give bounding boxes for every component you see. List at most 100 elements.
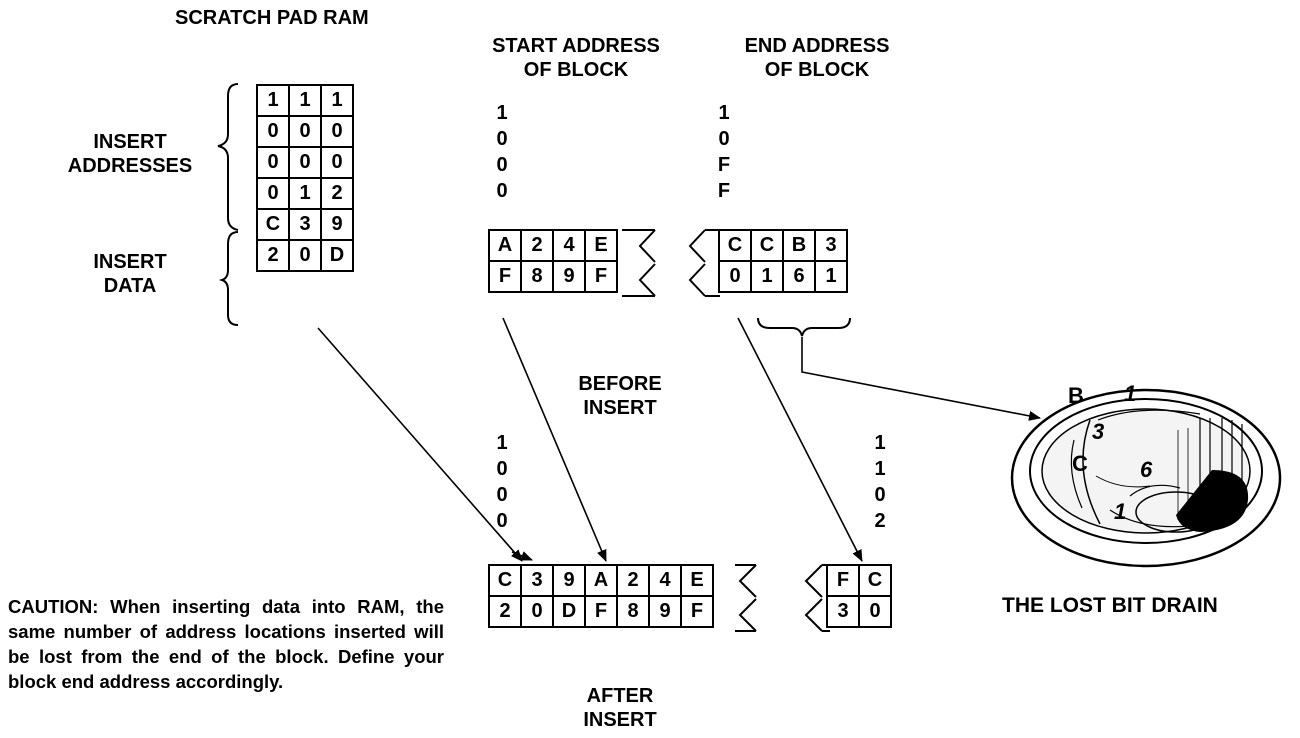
end-address-title: END ADDRESS OF BLOCK	[712, 34, 922, 82]
ram-cell: E	[584, 229, 618, 262]
address-digit: 1	[874, 458, 886, 480]
insert-addresses-label: INSERT ADDRESSES	[60, 130, 200, 178]
block-row: F 8 9 F	[488, 260, 618, 293]
ram-cell: 0	[520, 595, 554, 628]
address-digit: F	[717, 180, 731, 202]
ram-cell: F	[584, 595, 618, 628]
ram-cell: 8	[616, 595, 650, 628]
drain-digit: B	[1068, 383, 1084, 408]
after-insert-label-line1: AFTER	[586, 685, 654, 707]
address-digit: 0	[496, 510, 508, 532]
ram-cell: 9	[320, 208, 354, 241]
ram-cell: 0	[256, 146, 290, 179]
before-start-address: 1 0 0 0	[490, 100, 514, 204]
block-row: F C	[826, 564, 892, 597]
scratch-pad-row: 2 0 D	[256, 239, 354, 272]
ram-cell: D	[552, 595, 586, 628]
insert-data-brace	[218, 231, 239, 326]
after-insert-label: AFTER INSERT	[540, 684, 700, 732]
ram-cell: 1	[814, 260, 848, 293]
arrow-block-shift	[502, 317, 607, 562]
ram-cell: 1	[750, 260, 784, 293]
before-insert-label-line1: BEFORE	[578, 373, 662, 395]
drain-icon	[1010, 388, 1282, 568]
zigzag-break	[638, 263, 656, 297]
ram-cell: C	[488, 564, 522, 597]
ram-cell: 0	[320, 146, 354, 179]
drain-digit: 6	[1140, 457, 1153, 482]
ram-cell: E	[680, 564, 714, 597]
ram-cell: 0	[320, 115, 354, 148]
ram-cell: F	[680, 595, 714, 628]
insert-addresses-brace	[217, 83, 239, 231]
insert-addresses-label-line1: INSERT	[93, 131, 167, 153]
before-start-block: A 2 4 E F 8 9 F	[488, 229, 618, 293]
arrow-end-shift	[737, 317, 863, 562]
after-end-address: 1 1 0 2	[868, 430, 892, 534]
ram-cell: 9	[552, 564, 586, 597]
ram-cell: 2	[256, 239, 290, 272]
ram-cell: 2	[488, 595, 522, 628]
ram-cell: F	[488, 260, 522, 293]
drain-digit: 3	[1092, 419, 1105, 444]
ram-cell: A	[584, 564, 618, 597]
insert-addresses-label-line2: ADDRESSES	[67, 155, 193, 177]
ram-cell: 1	[320, 84, 354, 117]
scratch-pad-row: C 3 9	[256, 208, 354, 241]
address-digit: 2	[874, 510, 886, 532]
block-row: 3 0	[826, 595, 892, 628]
zigzag-break	[738, 564, 757, 598]
address-digit: 1	[718, 102, 730, 124]
ram-cell: 3	[520, 564, 554, 597]
ram-cell: 0	[718, 260, 752, 293]
address-digit: 0	[496, 128, 508, 150]
after-start-address: 1 0 0 0	[490, 430, 514, 534]
ram-cell: B	[782, 229, 816, 262]
after-insert-label-line2: INSERT	[583, 709, 657, 731]
block-row: C C B 3	[718, 229, 848, 262]
scratch-pad-grid: 1 1 1 0 0 0 0 0 0 0 1 2 C 3 9 2 0 D	[256, 84, 354, 272]
insert-data-label: INSERT DATA	[60, 250, 200, 298]
scratch-pad-row: 0 0 0	[256, 115, 354, 148]
ram-cell: D	[320, 239, 354, 272]
arrow-insert-data	[317, 327, 523, 562]
address-digit: 0	[496, 484, 508, 506]
zigzag-break	[804, 564, 823, 598]
address-digit: 0	[874, 484, 886, 506]
ram-cell: 8	[520, 260, 554, 293]
ram-cell: C	[256, 208, 290, 241]
drain-digit: C	[1072, 451, 1088, 476]
address-digit: 1	[874, 432, 886, 454]
address-digit: 0	[718, 128, 730, 150]
drain-digit: 1	[1114, 499, 1127, 524]
address-digit: 1	[496, 102, 508, 124]
insert-data-label-line2: DATA	[103, 275, 157, 297]
address-digit: 0	[496, 458, 508, 480]
ram-cell: 0	[858, 595, 892, 628]
end-address-title-line2: OF BLOCK	[764, 59, 870, 81]
ram-cell: 0	[256, 177, 290, 210]
start-address-title-line1: START ADDRESS	[492, 35, 660, 57]
block-row: C 3 9 A 2 4 E	[488, 564, 714, 597]
start-address-title: START ADDRESS OF BLOCK	[476, 34, 676, 82]
ram-cell: 0	[288, 239, 322, 272]
ram-cell: 9	[648, 595, 682, 628]
ram-cell: C	[750, 229, 784, 262]
scratch-pad-row: 0 0 0	[256, 146, 354, 179]
ram-cell: F	[584, 260, 618, 293]
zigzag-break	[688, 229, 706, 263]
ram-cell: 3	[826, 595, 860, 628]
insert-data-label-line1: INSERT	[93, 251, 167, 273]
ram-cell: 9	[552, 260, 586, 293]
zigzag-break	[638, 229, 656, 263]
lost-bit-drain-label: THE LOST BIT DRAIN	[1002, 594, 1218, 617]
ram-cell: F	[826, 564, 860, 597]
address-digit: 0	[496, 154, 508, 176]
ram-cell: 0	[256, 115, 290, 148]
arrow-to-drain	[801, 337, 1041, 421]
address-arrow-mark	[511, 551, 533, 561]
before-end-address: 1 0 F F	[712, 100, 736, 204]
block-row: 2 0 D F 8 9 F	[488, 595, 714, 628]
ram-cell: 1	[256, 84, 290, 117]
